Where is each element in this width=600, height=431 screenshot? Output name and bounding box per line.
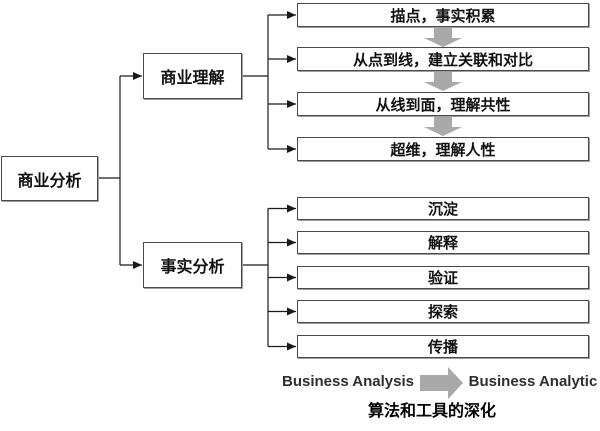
down-block-arrow-icon (424, 117, 462, 136)
node-item-precipitate: 沉淀 (297, 197, 589, 220)
node-item-explore: 探索 (297, 300, 589, 323)
footer-to-label: Business Analytic (468, 373, 598, 390)
node-item-verify: 验证 (297, 266, 589, 289)
node-fact-analysis: 事实分析 (143, 242, 242, 288)
node-business-understanding: 商业理解 (143, 53, 242, 99)
node-step-hyperdimension: 超维，理解人性 (297, 137, 589, 161)
node-item-explain: 解释 (297, 231, 589, 254)
down-block-arrow-icon (424, 28, 462, 47)
node-step-line-to-plane: 从线到面，理解共性 (297, 92, 589, 116)
down-block-arrow-icon (424, 72, 462, 91)
node-step-plot-points: 描点，事实积累 (297, 3, 589, 27)
node-step-point-to-line: 从点到线，建立关联和对比 (297, 47, 589, 71)
footer-caption: 算法和工具的深化 (367, 403, 496, 420)
right-block-arrow-icon (420, 367, 463, 399)
footer-from-label: Business Analysis (281, 373, 414, 390)
node-business-analysis: 商业分析 (1, 156, 98, 201)
node-item-spread: 传播 (297, 335, 589, 358)
